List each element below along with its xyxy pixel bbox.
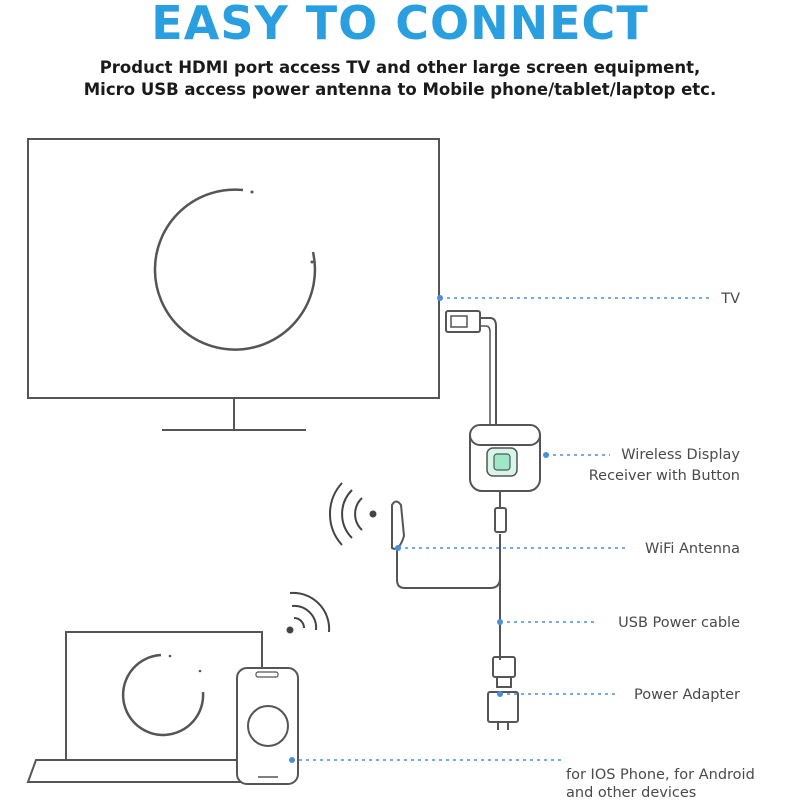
subtitle-line-2: Micro USB access power antenna to Mobile… <box>83 80 717 99</box>
tv-screen-dot-1 <box>250 190 254 194</box>
usb-a-plug <box>492 656 516 688</box>
label-wifi-antenna: WiFi Antenna <box>645 541 740 557</box>
hdmi-cable-inner <box>480 325 491 430</box>
label-devices-line-1: for IOS Phone, for Android <box>566 767 755 783</box>
usb-plug-icon <box>494 491 507 533</box>
label-devices-line-2: and other devices <box>566 785 696 800</box>
page-title: EASY TO CONNECT <box>151 0 649 50</box>
wifi-antenna <box>391 500 406 550</box>
phone-screen-circle <box>247 705 289 747</box>
label-tv: TV <box>720 291 740 307</box>
laptop-screen-circle <box>121 653 205 737</box>
tv-screen <box>27 138 440 399</box>
wifi-signal-icon <box>329 482 377 546</box>
hdmi-cable <box>480 317 497 430</box>
leader-dots <box>289 295 549 763</box>
antenna-cable <box>396 550 501 589</box>
label-usb-power-cable: USB Power cable <box>618 615 740 631</box>
laptop <box>26 631 265 783</box>
mobile-phone <box>236 667 299 785</box>
label-receiver-line-2: Receiver with Button <box>589 468 740 484</box>
tv-screen-circle <box>153 188 317 351</box>
label-power-adapter: Power Adapter <box>634 687 740 703</box>
leader-lines <box>292 297 712 761</box>
label-receiver-line-1: Wireless Display <box>621 447 740 463</box>
wireless-display-receiver <box>469 424 541 492</box>
subtitle-line-1: Product HDMI port access TV and other la… <box>99 58 701 77</box>
tv-screen-dot-2 <box>310 260 314 264</box>
tv <box>27 138 440 431</box>
power-adapter-icon <box>487 691 519 730</box>
device-wifi-icon <box>286 591 331 634</box>
hdmi-plug-icon <box>445 310 481 333</box>
